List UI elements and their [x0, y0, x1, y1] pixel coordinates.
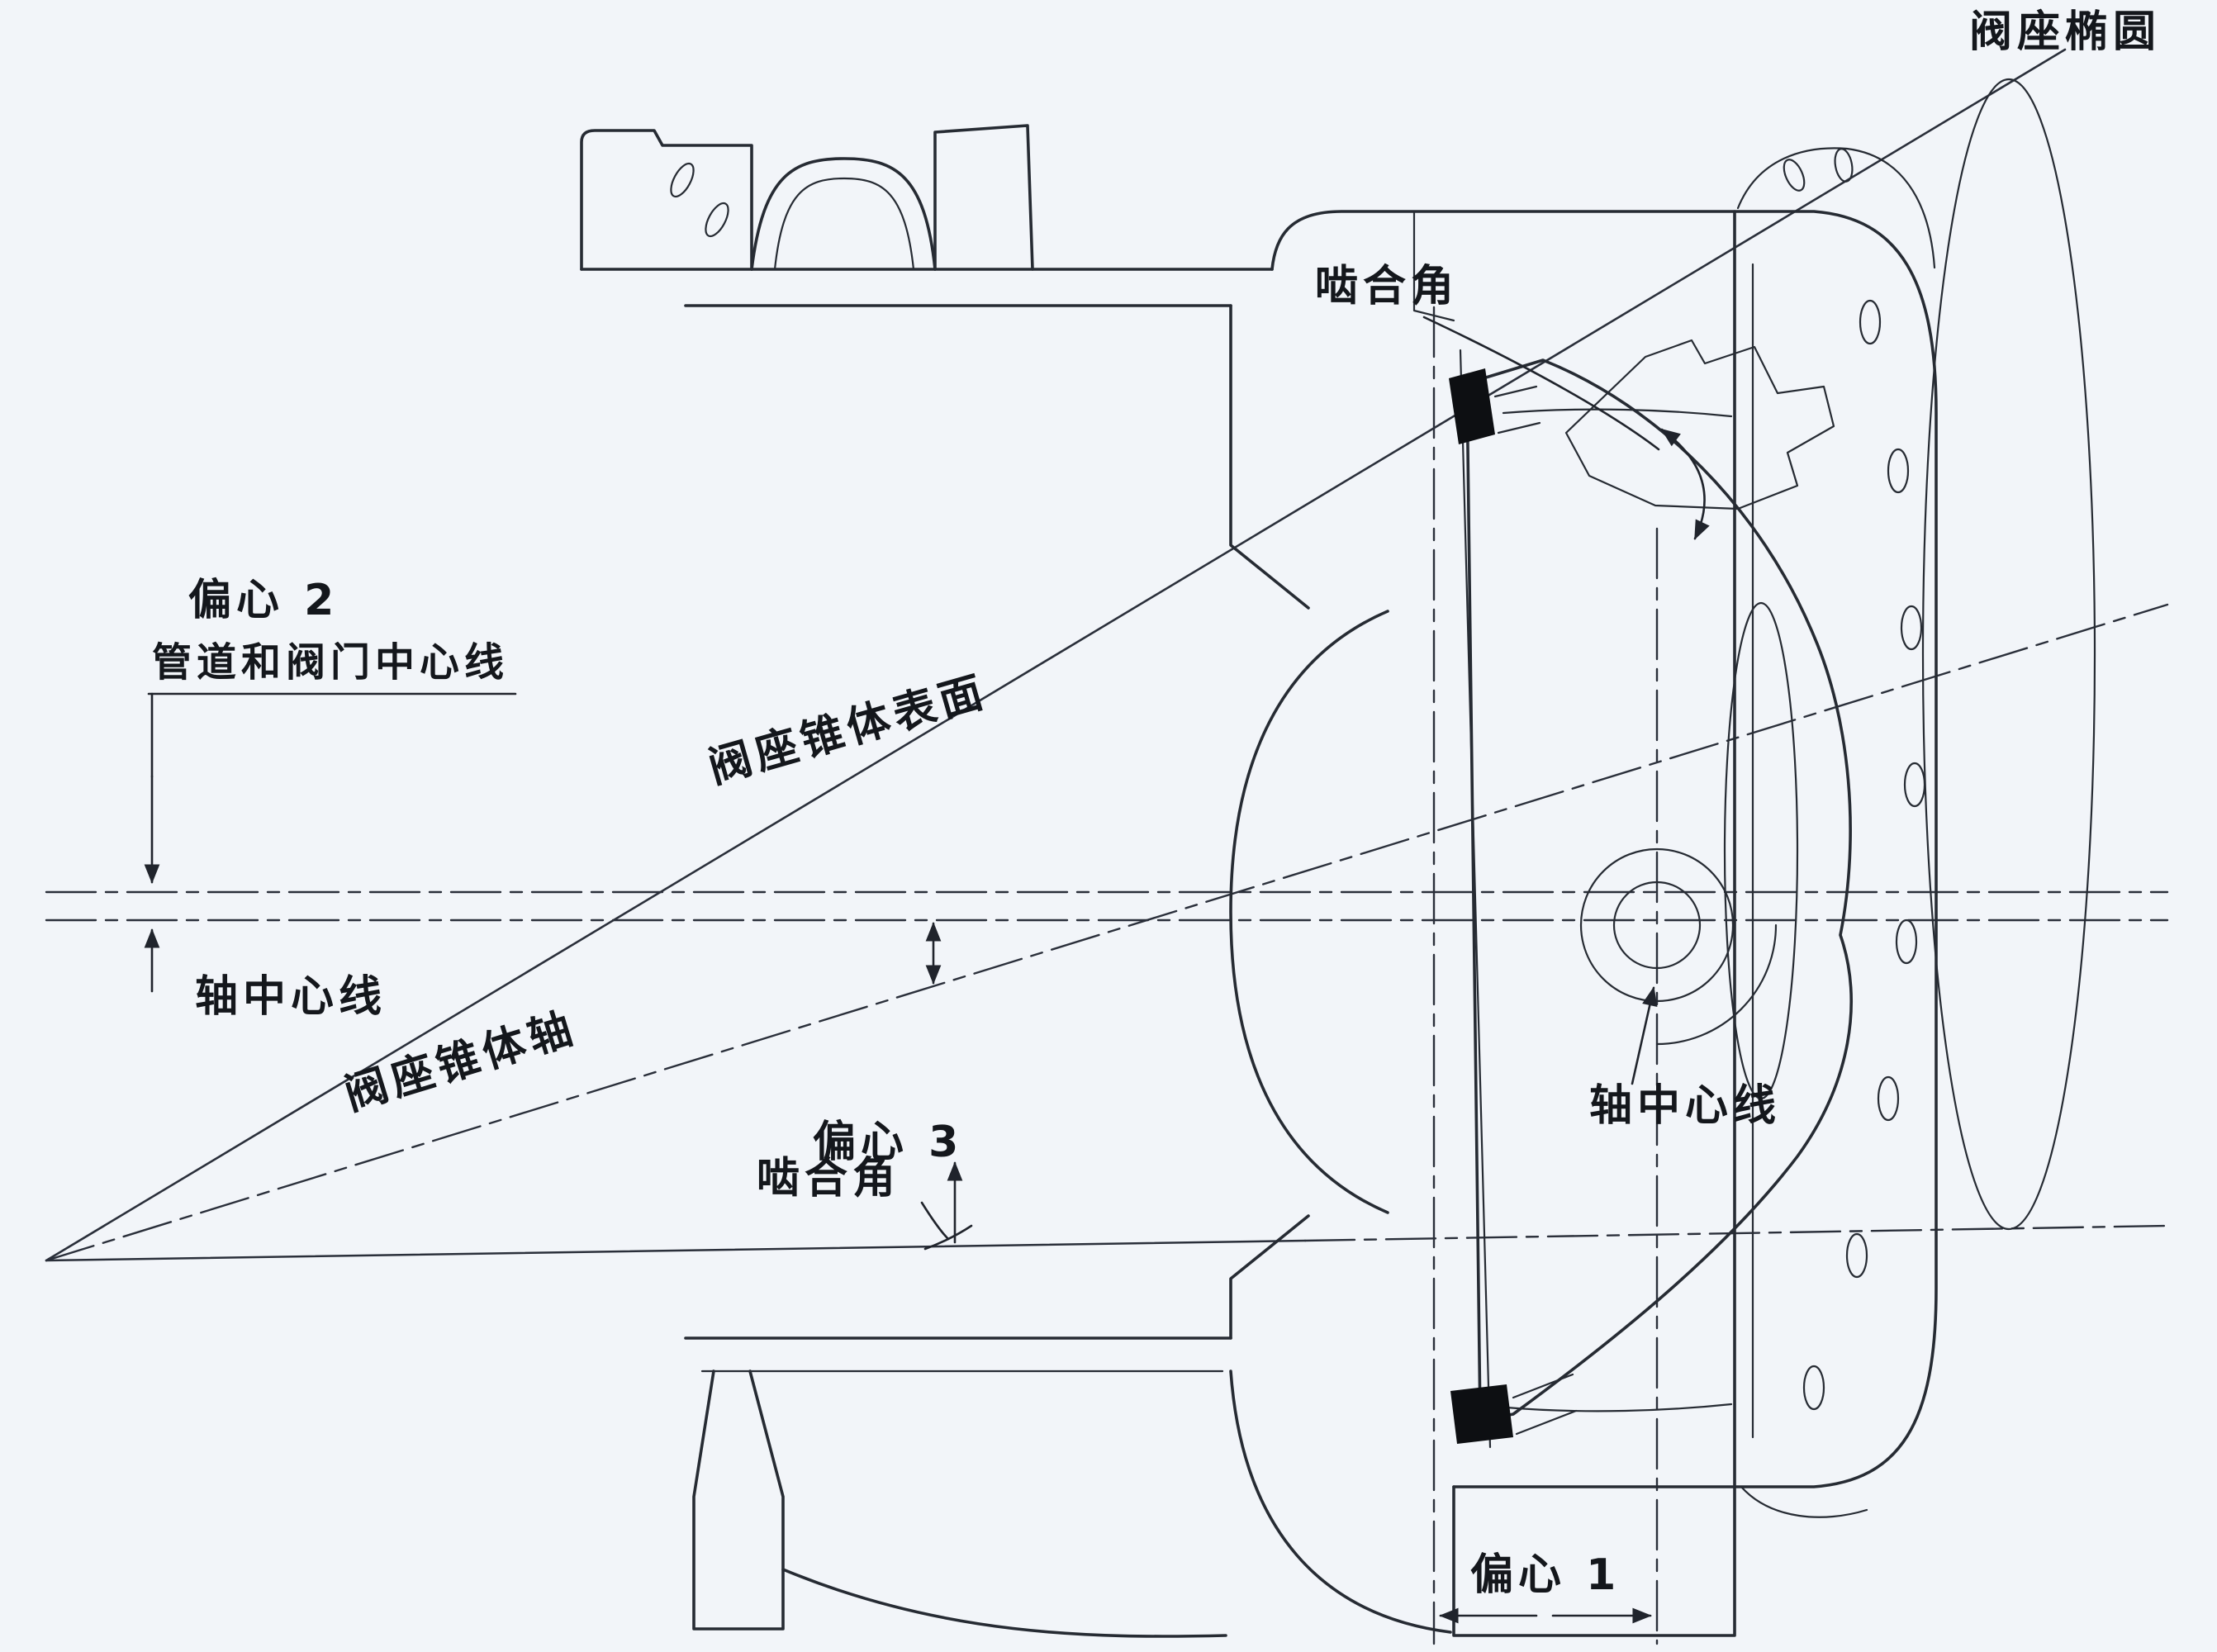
bracket-right-block: [933, 124, 1034, 271]
seat-ring-detail-top: [1493, 385, 1541, 434]
flange-rim-bolt-hole: [1834, 148, 1854, 183]
seat-section-line: [1459, 349, 1492, 1449]
label-engagement-angle-top: 啮合角: [1315, 262, 1459, 311]
seat-ellipse-projection: [1921, 78, 2096, 1231]
flange-bolt-hole: [1903, 762, 1926, 808]
seat-cone-top-surface-line: [45, 48, 2067, 1262]
seat-seal-bottom: [1450, 1384, 1513, 1444]
flange-bore-ellipse: [1723, 601, 1799, 1100]
disc-outline: [1465, 358, 1853, 1422]
bracket-slot-hole: [670, 162, 695, 198]
flange-rim-bolt-hole: [1783, 159, 1806, 192]
label-eccentricity-1: 偏心 1: [1470, 1550, 1621, 1600]
label-shaft-centerline-right: 轴中心线: [1589, 1081, 1781, 1131]
label-seat-cone-surface: 阀座锥体表面: [703, 667, 993, 794]
label-pipe-valve-centerline: 管道和阀门中心线: [152, 639, 509, 686]
label-seat-ellipse: 阀座椭圆: [1969, 7, 2161, 57]
label-shaft-centerline-left: 轴中心线: [195, 972, 387, 1022]
bonnet-arch-outer: [750, 157, 937, 271]
label-engagement-angle-bottom: 啮合角: [757, 1154, 900, 1203]
body-lower-neck: [1229, 1370, 1452, 1634]
bore-top-edge: [1502, 408, 1733, 418]
disc-assembly: [1449, 339, 1853, 1449]
bracket-left-block: [580, 129, 753, 271]
cone-bottom-extension-line: [1303, 1224, 2169, 1242]
flange: [1723, 147, 1938, 1518]
stem-bore-circle: [1612, 881, 1702, 970]
label-eccentricity-2: 偏心 2: [188, 576, 339, 625]
flange-bottom-rim: [1740, 1485, 1868, 1518]
engagement-angle-top-leader: [1422, 316, 1660, 451]
flange-bolt-hole: [1895, 919, 1918, 965]
seat-cone-axis-line: [45, 603, 2169, 1262]
body-bottom-sweep: [781, 1568, 1227, 1638]
flange-bolt-hole: [1877, 1075, 1900, 1122]
flange-bolt-hole: [1900, 605, 1923, 651]
flange-face-outline: [1733, 210, 1938, 1488]
body-foot: [692, 1370, 785, 1631]
seat-ring-detail-bottom: [1512, 1373, 1578, 1436]
seat-seal-top: [1449, 368, 1495, 444]
engagement-angle-bottom-leader: [920, 1201, 950, 1241]
engagement-angle-bottom-arc: [923, 1224, 973, 1251]
bonnet-arch-inner: [773, 177, 915, 271]
flange-top-rim: [1736, 147, 1936, 269]
shaft-centerline-right-leader: [1631, 986, 1658, 1085]
centerlines: [45, 306, 2169, 1645]
flange-bolt-hole: [1845, 1232, 1868, 1279]
valve-body: [580, 124, 1736, 1638]
dimensions: [144, 316, 1710, 1624]
flange-bolt-hole: [1887, 448, 1910, 494]
cone-surface-lines: [45, 48, 2067, 1262]
body-left-wall-upper: [1229, 304, 1310, 610]
labels: 阀座椭圆 啮合角 偏心 2 管道和阀门中心线 轴中心线 阀座锥体表面 偏心 3 …: [152, 7, 2161, 1600]
engagement-angle-top-arc: [1660, 428, 1710, 540]
bracket-slot-hole: [705, 202, 729, 238]
disc-seal-retainer: [1564, 339, 1835, 510]
bore-bottom-edge: [1505, 1403, 1733, 1412]
seat-cone-bottom-surface-line: [45, 1239, 1307, 1262]
seat-pocket-top: [1412, 210, 1455, 322]
body-top-edge: [1270, 210, 1736, 271]
bore-left-edge-arc: [1229, 610, 1389, 1214]
body-left-wall-lower: [1229, 1214, 1310, 1340]
flange-bolt-hole: [1859, 299, 1882, 345]
flange-bolt-hole: [1802, 1365, 1825, 1411]
stem-hub-outer-arc: [1655, 923, 1778, 1046]
label-eccentricity-3: 偏心 3: [813, 1118, 963, 1167]
